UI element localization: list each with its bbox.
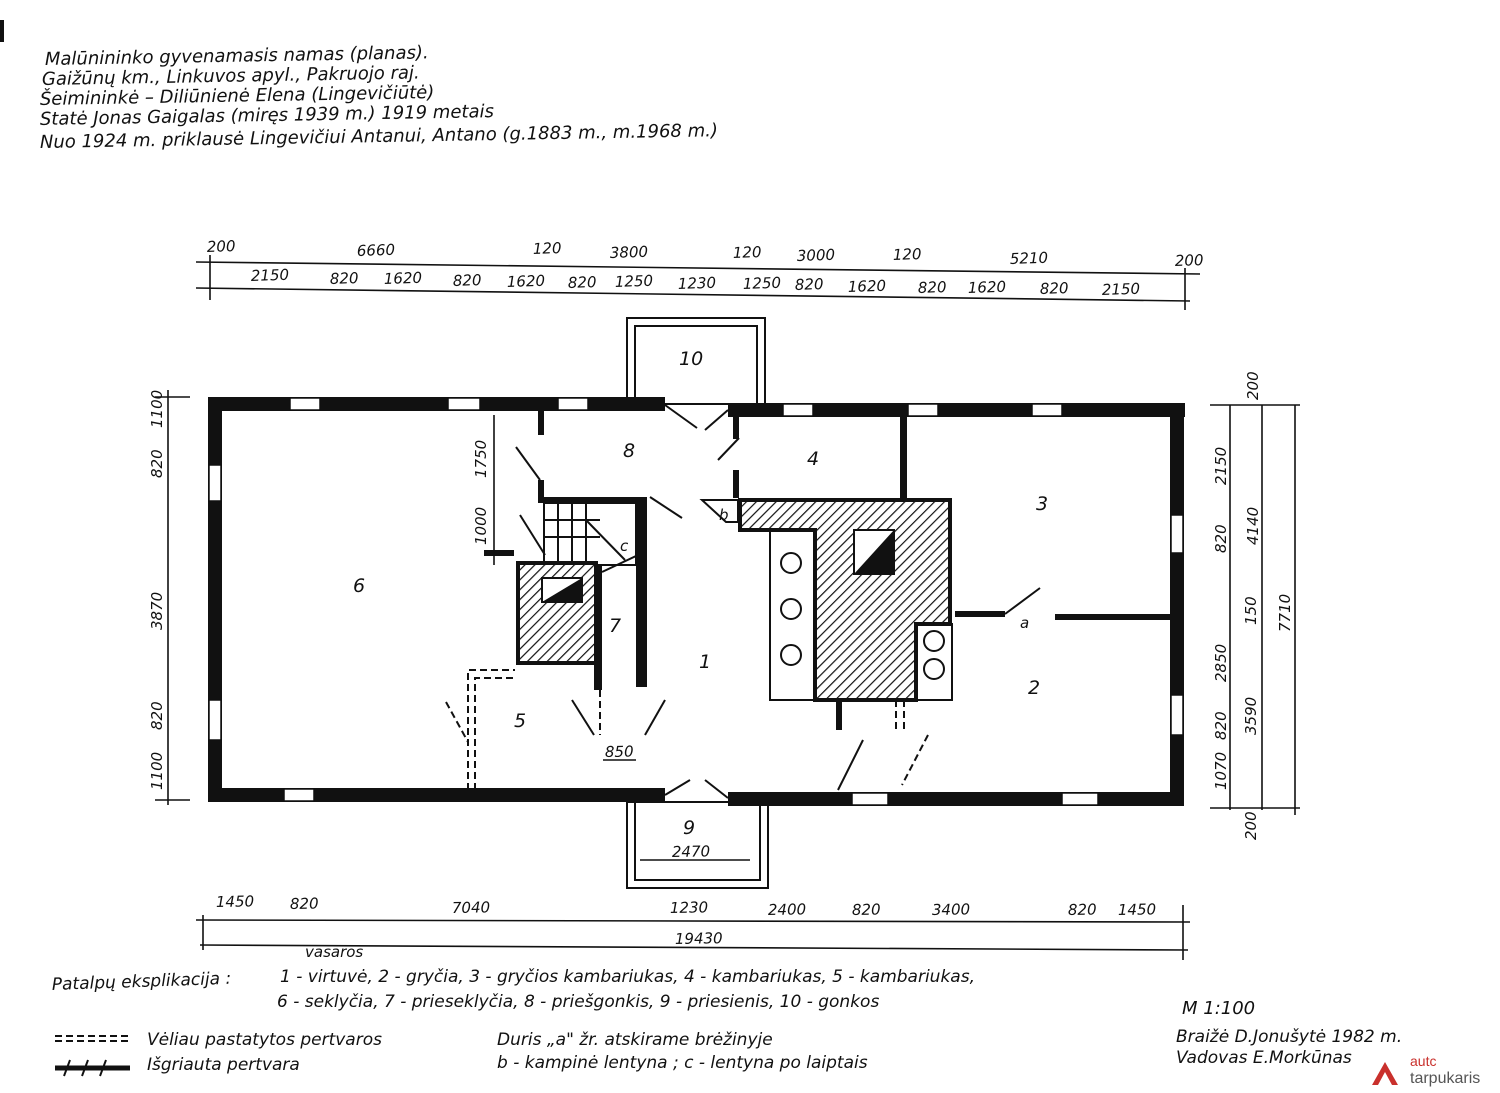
room-label-r10: 10: [679, 348, 703, 370]
dimension-bottom: 820: [290, 895, 319, 913]
dimension-right-middle: 150: [1242, 596, 1260, 625]
room-label-r2: 2: [1028, 677, 1040, 699]
dimension-left: 1100: [148, 390, 166, 428]
dimension-left: 820: [148, 449, 166, 478]
dimension-right-inner: 820: [1212, 711, 1230, 740]
room-label-r3: 3: [1036, 493, 1048, 515]
dimension-top-inner: 820: [453, 271, 482, 290]
room-label-r9: 9: [683, 817, 695, 839]
dimension-bottom: 1230: [670, 898, 708, 917]
dimension-left: 820: [148, 701, 166, 730]
stove-7: [516, 561, 598, 665]
dimension-right-inner: 2150: [1212, 447, 1230, 485]
legend-door-note: Duris „a" žr. atskirame brėžinyje: [497, 1030, 773, 1050]
kitchen-oven: [699, 498, 953, 730]
dimension-top-inner: 2150: [1102, 280, 1141, 299]
watermark-logo: autc tarpukaris: [1372, 1053, 1480, 1087]
dimension-bottom: 820: [852, 901, 881, 919]
dimension-top-outer: 120: [893, 245, 922, 264]
room-label-r4: 4: [807, 448, 819, 470]
dimension-right-middle: 3590: [1242, 697, 1260, 735]
dimension-top-inner: 1620: [507, 272, 546, 291]
dimension-top-inner: 1230: [678, 274, 717, 293]
dimension-left: 1100: [148, 752, 166, 790]
dimension-right-inner: 1070: [1212, 752, 1230, 790]
explication-line-1: 1 - virtuvė, 2 - gryčia, 3 - gryčios kam…: [280, 967, 975, 987]
dimension-right-inner: 2850: [1212, 644, 1230, 682]
dimension-bottom: 1450: [216, 892, 254, 911]
dimension-top-inner: 1250: [615, 272, 654, 291]
explication-line-2: 6 - seklyčia, 7 - prieseklyčia, 8 - prie…: [277, 992, 879, 1012]
room-label-r8: 8: [623, 440, 635, 462]
later-partitions: [445, 669, 929, 791]
dimension-top-outer: 5210: [1010, 249, 1049, 268]
legend-shelf-note: b - kampinė lentyna ; c - lentyna po lai…: [497, 1053, 868, 1073]
dimension-top-outer: 120: [733, 243, 762, 262]
dimension-top-outer: 6660: [357, 241, 396, 260]
watermark-line-1: autc: [1410, 1053, 1436, 1069]
dimension-top-outer: 120: [533, 239, 562, 258]
explication-label: Patalpų eksplikacija :: [51, 969, 231, 995]
dimension-right-middle: 200: [1244, 371, 1262, 400]
dimension-top-inner: 1620: [968, 278, 1007, 297]
dimension-bottom: 820: [1068, 901, 1097, 919]
dimension-top-inner: 2150: [251, 266, 290, 285]
room-label-r5: 5: [514, 710, 526, 732]
dimension-left: 3870: [148, 592, 166, 630]
dimension-stair: 1000: [472, 507, 490, 545]
building-walls: [208, 397, 1185, 806]
dimension-bottom-total: 19430: [675, 929, 723, 948]
dimension-top-inner: 820: [568, 273, 597, 292]
watermark-line-2: tarpukaris: [1410, 1070, 1480, 1087]
dimension-top-outer: 3800: [610, 243, 649, 262]
dimension-top-inner: 1620: [384, 269, 423, 288]
dimension-right-inner: 820: [1212, 524, 1230, 553]
room-label-r1: 1: [699, 651, 711, 673]
drawn-by: Braižė D.Jonušytė 1982 m.: [1176, 1027, 1402, 1047]
dimension-door-width: 850: [605, 743, 634, 761]
scale-label: M 1:100: [1182, 998, 1255, 1019]
dimension-lines: [155, 255, 1300, 960]
room-label-b: b: [719, 506, 729, 524]
room-label-a: a: [1020, 614, 1029, 632]
dimension-top-inner: 820: [330, 269, 359, 288]
legend-symbols: [55, 1035, 130, 1077]
dimension-top-outer: 200: [207, 237, 236, 256]
dimension-top-inner: 820: [795, 275, 824, 294]
porches: [626, 317, 769, 889]
dimension-bottom: 1450: [1118, 900, 1156, 919]
drawing-labels: Malūnininko gyvenamasis namas (planas).G…: [40, 42, 1402, 1075]
legend-demolished-partition: Išgriauta pertvara: [147, 1055, 300, 1075]
room-label-r7: 7: [609, 615, 621, 637]
stairs: [543, 502, 637, 566]
dimension-top-outer: 200: [1175, 251, 1204, 270]
dimension-stair: 1750: [472, 440, 490, 478]
dimension-right-middle: 200: [1242, 811, 1260, 840]
dimension-top-inner: 1250: [743, 274, 782, 293]
windows: [208, 397, 1184, 806]
dimension-top-inner: 1620: [848, 277, 887, 296]
dimension-top-inner: 820: [1040, 279, 1069, 298]
scan-edge-mark: [0, 20, 4, 42]
dimension-bottom: 7040: [452, 898, 490, 917]
supervisor: Vadovas E.Morkūnas: [1176, 1048, 1352, 1068]
dimension-top-inner: 820: [918, 278, 947, 297]
dimension-porch-width: 2470: [672, 842, 710, 861]
dimension-right-total: 7710: [1276, 594, 1294, 632]
dimension-top-outer: 3000: [797, 246, 836, 265]
dimension-bottom: 2400: [768, 900, 806, 919]
room-label-r6: 6: [353, 575, 365, 597]
dimension-right-middle: 4140: [1244, 507, 1262, 545]
dimension-bottom: 3400: [932, 900, 970, 919]
doors: [515, 404, 1041, 799]
room-label-c: c: [620, 537, 629, 555]
explication-note: vasaros: [305, 943, 363, 961]
legend-later-partitions: Vėliau pastatytos pertvaros: [147, 1030, 382, 1050]
